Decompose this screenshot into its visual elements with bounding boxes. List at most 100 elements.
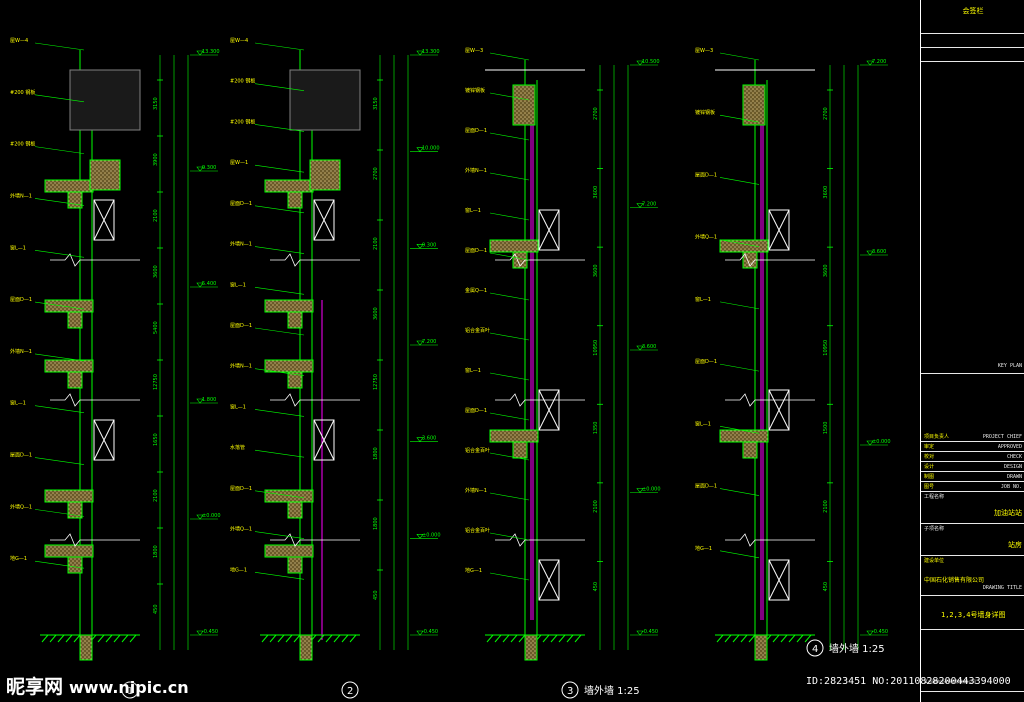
leader-line	[489, 292, 530, 301]
beam-section	[287, 501, 303, 519]
level-text: 7.200	[422, 339, 436, 345]
dimension-text: 2100	[373, 237, 379, 250]
tb-drawing-row: 1,2,3,4号墙身详图	[921, 596, 1024, 630]
level-text: 13.300	[422, 49, 440, 55]
level-text: -0.450	[422, 629, 438, 635]
leader-line	[254, 164, 305, 173]
callout-label: #200 钢板	[10, 141, 35, 148]
tb-row-label: 设计	[924, 464, 935, 470]
level-text: 9.300	[422, 242, 436, 248]
leader-line	[254, 246, 305, 254]
callout-label: 屋面D—1	[465, 248, 487, 254]
window-frame	[93, 419, 115, 461]
callout-label: 窗L—1	[465, 207, 481, 214]
callout-label: 屋面D—1	[695, 172, 717, 178]
leader-line	[254, 205, 305, 214]
leader-line	[254, 409, 305, 417]
level-text: 3.600	[642, 344, 656, 350]
client-name: 中国石化销售有限公司	[924, 577, 985, 584]
ground-hatch	[716, 634, 724, 643]
ground-hatch	[724, 634, 732, 643]
callout-label: 外墙Q—1	[230, 526, 252, 533]
beam-section	[287, 311, 303, 329]
footing-section	[524, 634, 538, 661]
window-diagonal	[538, 389, 560, 431]
ground-hatch	[804, 634, 812, 643]
leader-line	[34, 457, 85, 465]
callout-label: 镀锌钢板	[695, 109, 715, 116]
leader-line	[489, 412, 530, 421]
callout-label: 屋面D—1	[230, 486, 252, 492]
ground-hatch	[550, 634, 558, 643]
level-text: ±0.000	[422, 532, 441, 538]
callout-label: 窗L—1	[695, 296, 711, 303]
break-line	[495, 393, 585, 407]
leader-line	[489, 532, 530, 541]
level-marker	[416, 340, 424, 346]
dimension-text: 2100	[153, 489, 159, 502]
leader-line	[254, 490, 305, 499]
callout-label: 窗L—1	[10, 400, 26, 407]
ground-hatch	[317, 634, 325, 643]
sub-name: 站房	[1008, 541, 1022, 549]
ground-hatch	[261, 634, 269, 643]
level-marker	[866, 60, 874, 66]
level-marker	[416, 147, 424, 153]
callout-label: 地G—1	[465, 567, 482, 574]
callout-label: 屋面D—1	[695, 484, 717, 490]
keyplan-label: KEY PLAN	[997, 363, 1022, 369]
slab-section	[44, 544, 94, 558]
level-text: 1.800	[202, 397, 216, 403]
dimension-text: 2100	[153, 209, 159, 222]
callout-label: 屋W—4	[10, 38, 28, 44]
callout-label: 窗L—1	[10, 244, 26, 251]
leader-line	[719, 114, 760, 123]
level-marker	[196, 166, 204, 172]
callout-label: 外墙N—1	[465, 167, 487, 174]
window-frame	[538, 209, 560, 251]
window-diagonal	[768, 389, 790, 431]
leader-line	[34, 94, 85, 103]
watermark-url: www.nipic.cn	[69, 678, 189, 697]
callout-label: 屋面D—1	[10, 297, 32, 303]
ground-hatch	[494, 634, 502, 643]
level-text: 7.200	[642, 202, 656, 208]
dimension-text: 3600	[593, 264, 599, 277]
callout-label: 屋W—1	[230, 160, 248, 166]
tb-row-label: 图号	[924, 484, 935, 490]
dimension-text: 1800	[373, 447, 379, 460]
dimension-text: 3600	[153, 265, 159, 278]
lintel-section	[309, 159, 341, 191]
level-marker	[416, 534, 424, 539]
ground-hatch	[772, 634, 780, 643]
dimension-text: 2700	[823, 107, 829, 120]
dimension-text: 2700	[593, 107, 599, 120]
parapet-section	[742, 84, 766, 126]
leader-line	[34, 509, 85, 517]
beam-section	[67, 311, 83, 329]
dimension-text: 10950	[823, 340, 829, 356]
window-diagonal	[538, 209, 560, 251]
callout-label: 水落管	[230, 444, 245, 451]
callout-label: 外墙N—1	[465, 487, 487, 494]
callout-label: 屋面D—1	[10, 453, 32, 459]
dimension-text: 1500	[823, 422, 829, 435]
leader-line	[254, 368, 305, 377]
callout-label: 屋面D—1	[465, 408, 487, 414]
parapet-section	[512, 84, 536, 126]
callout-label: 窗L—1	[230, 281, 246, 288]
callout-label: 铝合金百叶	[465, 447, 490, 454]
tb-project-row: 工程名称 加油站站	[921, 492, 1024, 524]
callout-label: 地G—1	[695, 545, 712, 552]
leader-line	[254, 449, 305, 458]
dimension-text: 12750	[373, 374, 379, 390]
lintel-section	[89, 159, 121, 191]
window-diagonal	[768, 559, 790, 601]
dimension-text: 3600	[373, 307, 379, 320]
callout-label: 镀锌钢板	[465, 87, 485, 94]
leader-line	[719, 177, 760, 185]
dimension-text: 450	[153, 604, 159, 614]
